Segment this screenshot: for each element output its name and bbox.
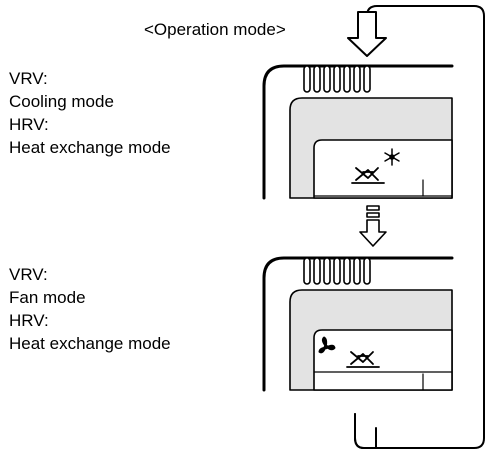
step-2-controller-display xyxy=(262,256,454,392)
step-1-grille-icon xyxy=(303,65,371,93)
heat-exchange-icon-2 xyxy=(346,351,380,368)
transition-down-arrow-icon xyxy=(359,205,387,247)
step-1-labels: VRV: Cooling mode HRV: Heat exchange mod… xyxy=(9,67,171,159)
cycle-bottom-stub-icon xyxy=(354,413,377,449)
step-2-vrv-heading: VRV: xyxy=(9,265,48,284)
step-1-vrv-heading: VRV: xyxy=(9,69,48,88)
heat-exchange-icon xyxy=(351,167,385,184)
snowflake-icon xyxy=(384,148,400,166)
fan-icon xyxy=(318,336,336,354)
step-2-hrv-heading: HRV: xyxy=(9,311,49,330)
step-1-hrv-mode: Heat exchange mode xyxy=(9,138,171,157)
step-2-vrv-mode: Fan mode xyxy=(9,288,86,307)
step-1-hrv-heading: HRV: xyxy=(9,115,49,134)
step-2-labels: VRV: Fan mode HRV: Heat exchange mode xyxy=(9,263,171,355)
step-2-grille-icon xyxy=(303,257,371,285)
step-2-hrv-mode: Heat exchange mode xyxy=(9,334,171,353)
step-1-controller-display xyxy=(262,64,454,200)
step-1-vrv-mode: Cooling mode xyxy=(9,92,114,111)
operation-mode-title: <Operation mode> xyxy=(144,20,286,39)
cycle-top-arrowhead-icon xyxy=(347,11,387,57)
